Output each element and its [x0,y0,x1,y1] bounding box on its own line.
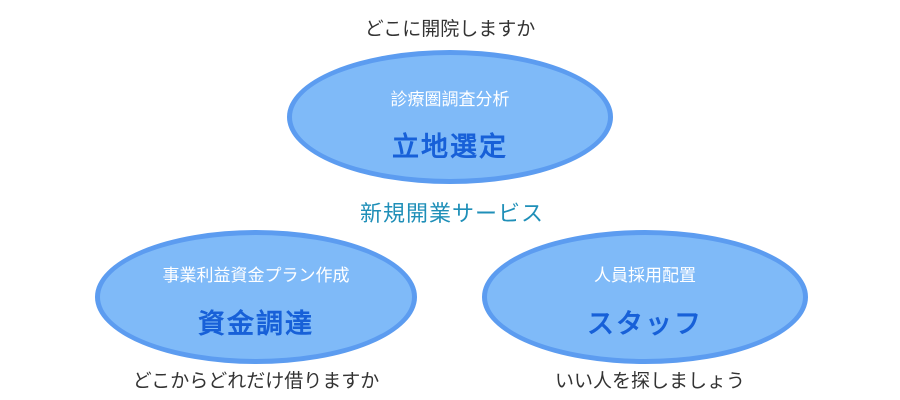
staff-subtitle: 人員採用配置 [594,266,696,286]
right-caption: いい人を探しましょう [554,370,746,392]
ellipse-site-selection: 診療圏調査分析 立地選定 [287,50,613,184]
ellipse-staff: 人員採用配置 スタッフ [482,230,808,364]
center-title: 新規開業サービス [359,202,545,227]
ellipse-funding: 事業利益資金プラン作成 資金調達 [95,230,417,364]
funding-title: 資金調達 [198,309,314,340]
top-caption: どこに開院しますか [364,18,536,40]
site-selection-title: 立地選定 [392,132,508,163]
site-selection-subtitle: 診療圏調査分析 [390,90,510,110]
funding-subtitle: 事業利益資金プラン作成 [162,266,350,286]
staff-title: スタッフ [587,309,703,340]
left-caption: どこからどれだけ借りますか [132,370,380,392]
